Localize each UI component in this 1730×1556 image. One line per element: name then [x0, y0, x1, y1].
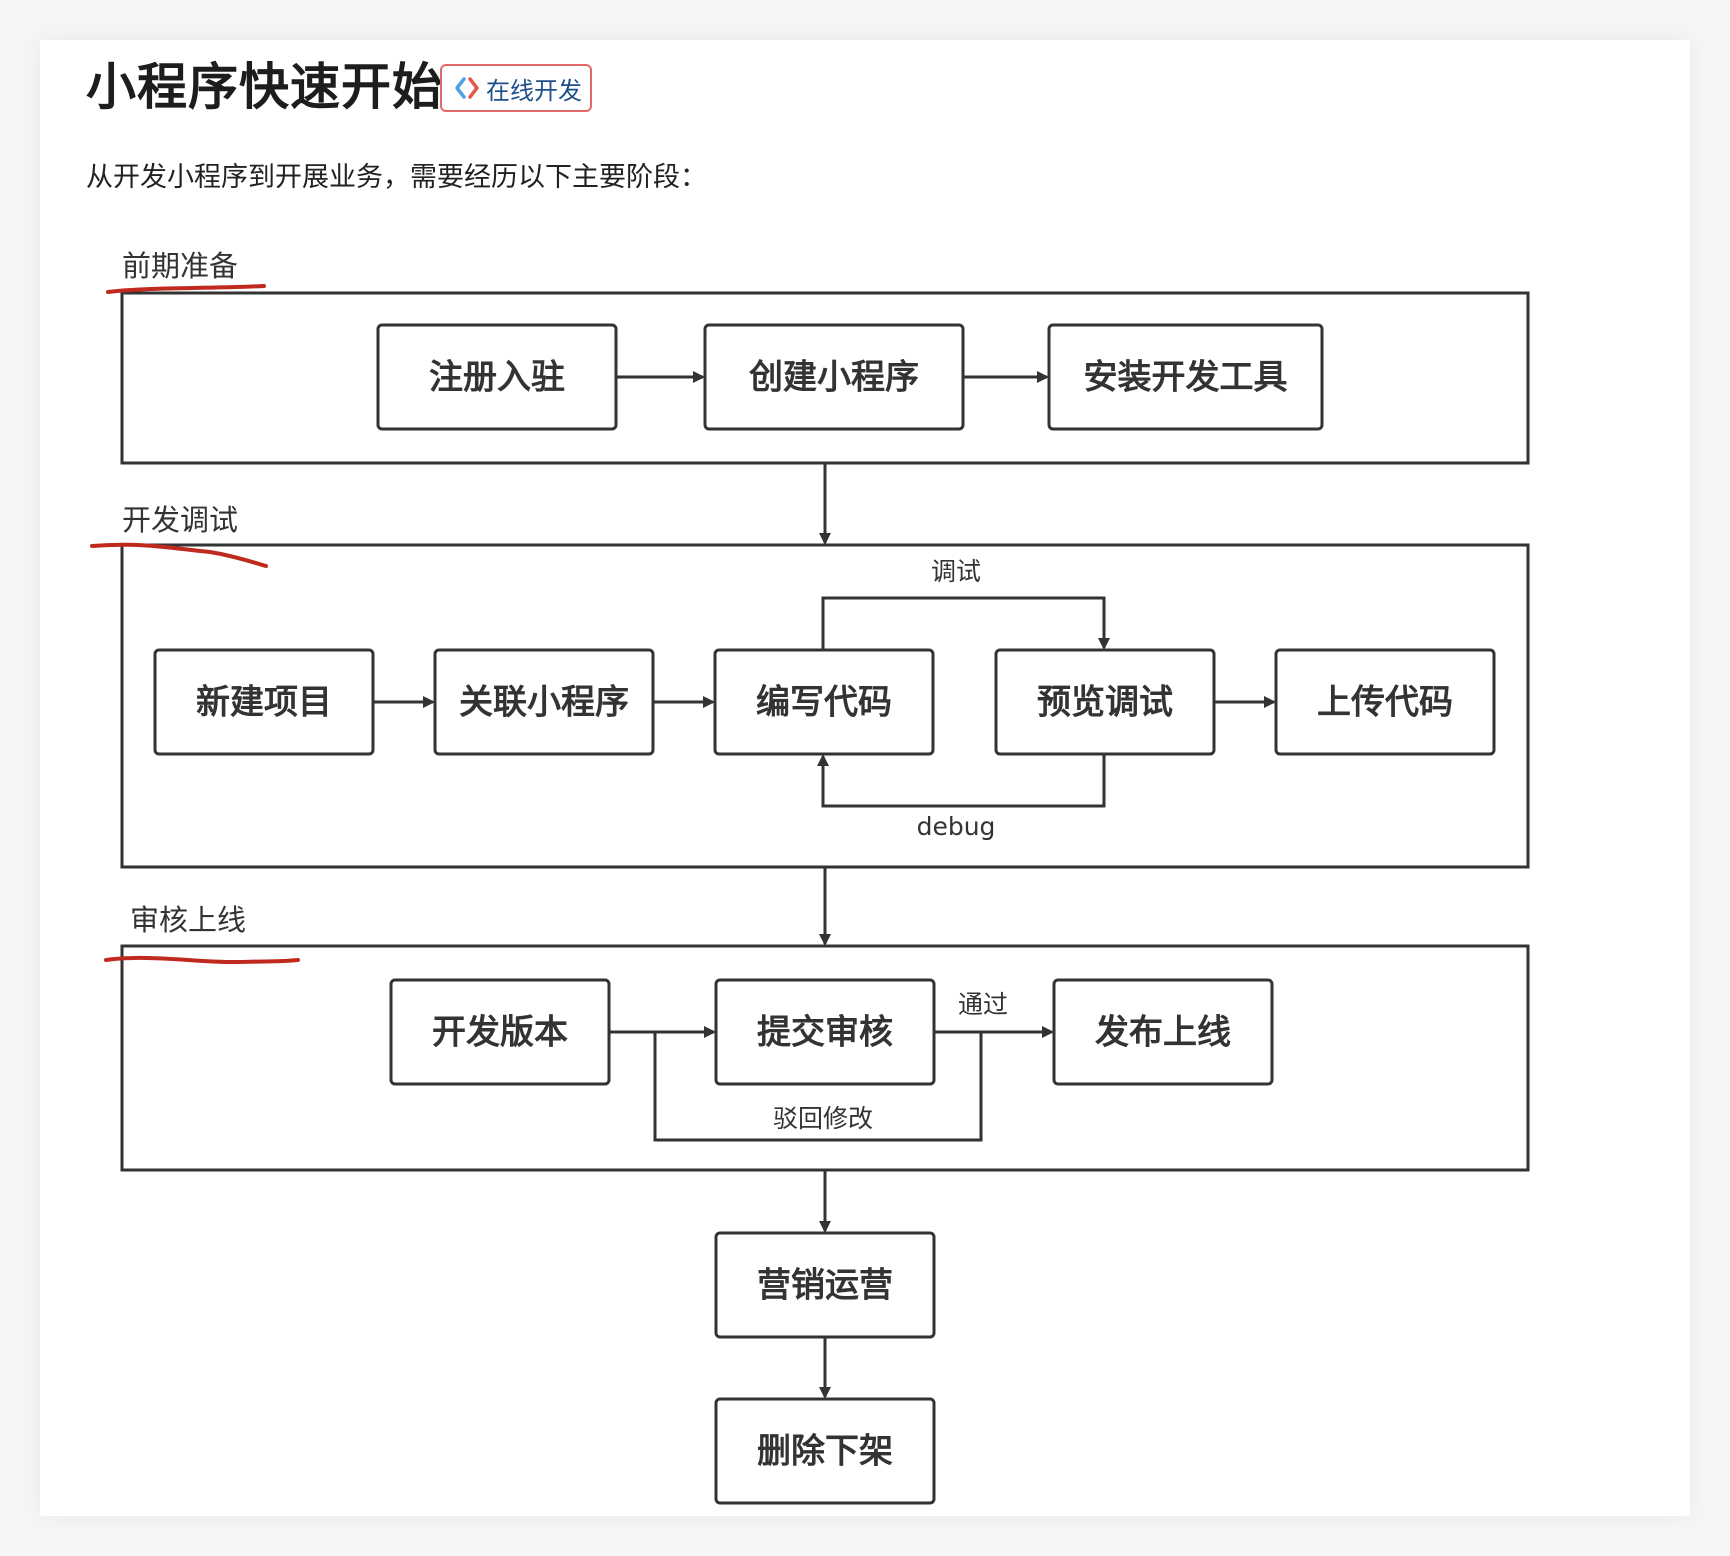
- page-title: 小程序快速开始: [86, 58, 443, 116]
- annotation-underline-develop: [90, 542, 268, 568]
- online-dev-button[interactable]: 在线开发: [440, 64, 592, 112]
- node-label-marketing: 营销运营: [757, 1266, 893, 1306]
- node-label-preview: 预览调试: [1037, 683, 1173, 723]
- edge-preview-to-code: [817, 754, 1106, 808]
- stage-label-develop: 开发调试: [122, 503, 238, 537]
- node-label-code: 编写代码: [756, 683, 892, 723]
- node-label-delist: 删除下架: [757, 1432, 893, 1472]
- edge-label-submit-to-publish: 通过: [958, 990, 1008, 1019]
- node-label-publish: 发布上线: [1095, 1013, 1231, 1053]
- edge-code-to-preview: [821, 596, 1110, 650]
- code-brackets-icon: [455, 77, 479, 99]
- stage-label-prepare: 前期准备: [122, 249, 238, 283]
- node-label-create: 创建小程序: [748, 358, 919, 398]
- stage-label-review: 审核上线: [130, 903, 246, 937]
- node-upload: [1274, 648, 1496, 756]
- node-label-upload: 上传代码: [1317, 683, 1453, 723]
- annotation-underline-prepare: [106, 284, 266, 294]
- node-label-dev-version: 开发版本: [432, 1013, 568, 1053]
- node-delist: [714, 1397, 936, 1505]
- node-label-submit: 提交审核: [757, 1013, 893, 1053]
- edge-label-preview-to-code: debug: [917, 812, 996, 841]
- edge-submit-to-submit: [653, 1032, 983, 1142]
- node-label-new-project: 新建项目: [196, 683, 332, 723]
- annotation-underline-review: [104, 955, 300, 965]
- node-publish: [1052, 978, 1274, 1086]
- online-dev-label: 在线开发: [486, 76, 582, 105]
- edge-label-code-to-preview: 调试: [931, 557, 981, 586]
- node-label-link: 关联小程序: [459, 683, 629, 723]
- node-label-install: 安装开发工具: [1084, 358, 1288, 398]
- edge-label-submit-to-submit: 驳回修改: [773, 1104, 873, 1133]
- intro-text: 从开发小程序到开展业务，需要经历以下主要阶段：: [86, 162, 707, 193]
- node-install: [1047, 323, 1324, 431]
- node-label-register: 注册入驻: [429, 358, 565, 398]
